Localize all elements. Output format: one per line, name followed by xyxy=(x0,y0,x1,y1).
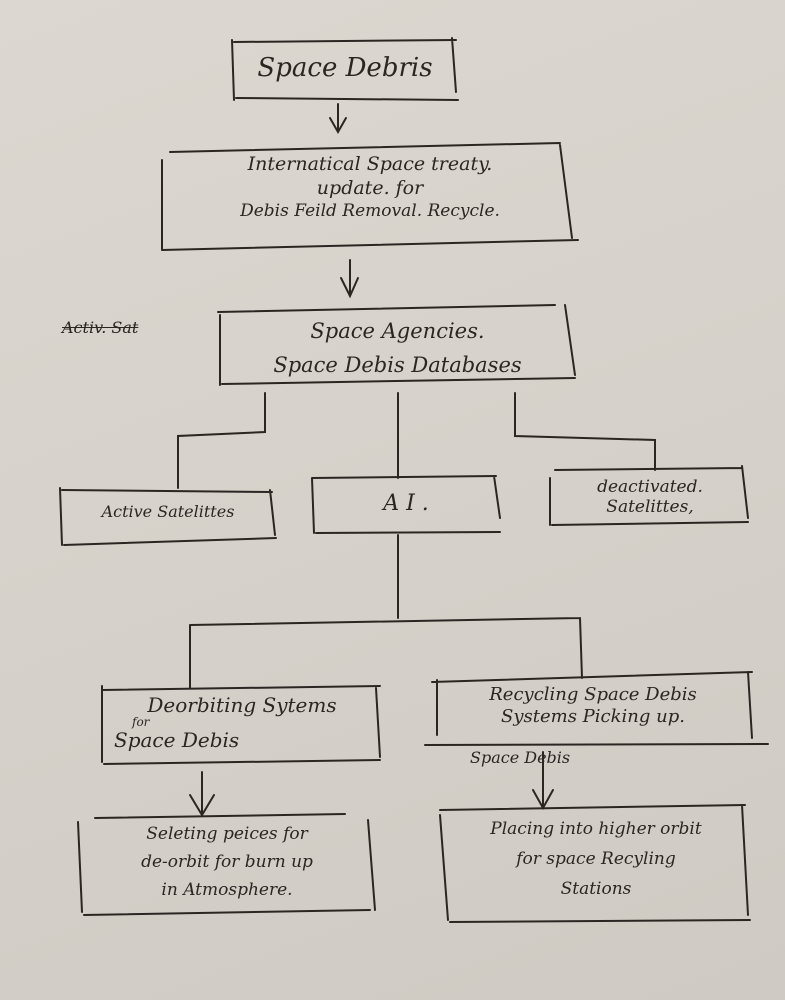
selecting-line-1: Seleting peices for xyxy=(146,824,308,844)
box-placing xyxy=(439,804,751,923)
connector-ai-down xyxy=(189,534,583,689)
connector-agencies-deactivated xyxy=(514,392,656,471)
agencies-line-1: Space Agencies. xyxy=(310,319,485,343)
node-treaty: Internatical Space treaty. update. for D… xyxy=(165,153,575,222)
arrow-recycling-to-placing xyxy=(532,751,554,811)
node-recycling: Recycling Space Debis Systems Picking up… xyxy=(437,684,749,727)
deorbiting-for-note: for xyxy=(132,715,150,729)
node-deorbiting: Deorbiting Sytems for Space Debis xyxy=(104,694,380,751)
box-agencies xyxy=(217,304,576,386)
treaty-line-1: Internatical Space treaty. xyxy=(247,153,493,175)
placing-line-2: for space Recyling xyxy=(516,848,676,869)
treaty-line-2: update. for xyxy=(316,176,424,199)
agencies-line-2: Space Debis Databases xyxy=(273,352,522,377)
node-ai: A I . xyxy=(383,491,429,516)
arrow-treaty-to-agencies xyxy=(340,259,359,299)
node-placing-higher-orbit: Placing into higher orbit for space Recy… xyxy=(446,815,746,904)
arrow-root-to-treaty xyxy=(329,103,347,135)
node-deactivated-satellites: deactivated. Satelittes, xyxy=(552,477,748,517)
connector-agencies-active xyxy=(177,392,266,489)
box-selecting xyxy=(77,813,376,916)
selecting-line-2: de-orbit for burn up xyxy=(141,852,313,873)
node-space-debris: Space Debris xyxy=(257,53,433,83)
box-treaty xyxy=(161,142,579,251)
placing-line-3: Stations xyxy=(560,878,632,899)
box-recycling xyxy=(424,671,769,746)
box-active-satellites xyxy=(59,487,277,546)
arrow-deorbiting-to-selecting xyxy=(189,771,215,817)
box-ai xyxy=(311,475,501,534)
box-root xyxy=(231,37,459,101)
box-deactivated xyxy=(549,465,749,526)
recycling-line-2: Systems Picking up. xyxy=(501,705,685,727)
crossed-out-note: Activ. Sat xyxy=(62,318,139,337)
placing-line-1: Placing into higher orbit xyxy=(490,819,702,839)
selecting-line-3: in Atmosphere. xyxy=(161,880,293,901)
box-deorbiting xyxy=(101,685,381,765)
deactivated-line-1: deactivated. xyxy=(597,477,703,497)
node-selecting-pieces: Seleting peices for de-orbit for burn up… xyxy=(82,820,372,904)
deactivated-line-2: Satelittes, xyxy=(606,496,694,517)
deorbiting-line-2: Space Debis xyxy=(114,728,240,753)
treaty-line-3: Debis Feild Removal. Recycle. xyxy=(240,200,500,221)
recycling-line-1: Recycling Space Debis xyxy=(489,684,697,705)
deorbiting-line-1: Deorbiting Sytems xyxy=(147,693,337,717)
recycling-space-debris-note: Space Debis xyxy=(470,748,571,767)
node-active-satellites: Active Satelittes xyxy=(101,502,235,521)
node-space-agencies: Space Agencies. Space Debis Databases xyxy=(220,315,575,382)
